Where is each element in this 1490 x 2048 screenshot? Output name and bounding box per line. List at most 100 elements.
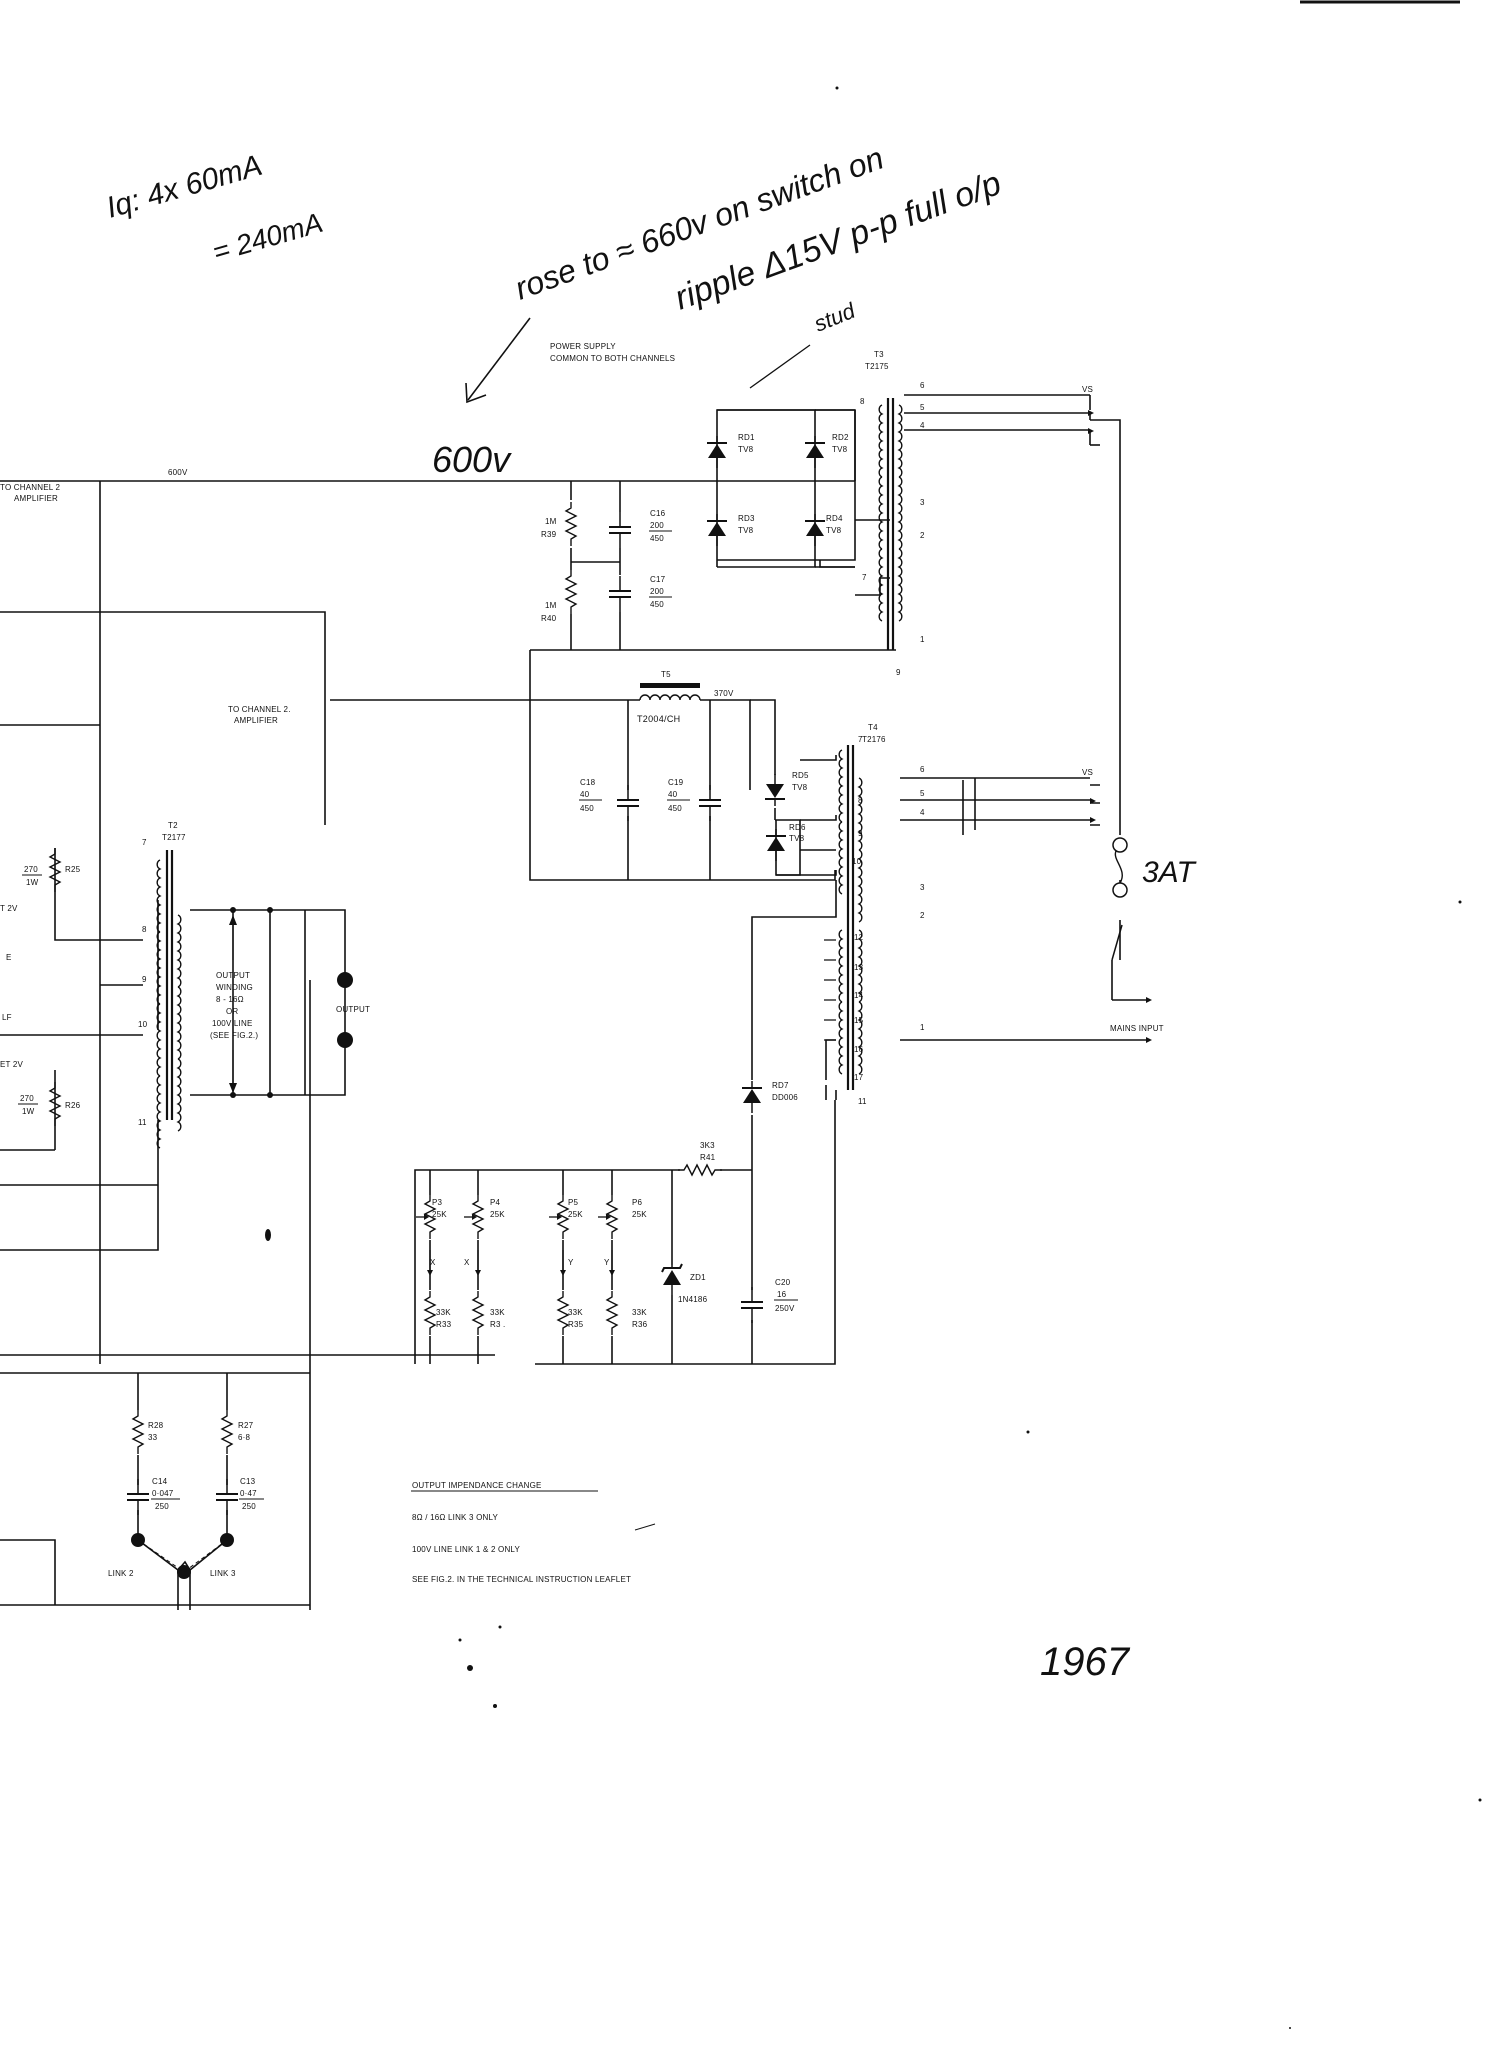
svg-text:11: 11	[138, 1118, 147, 1127]
svg-text:14: 14	[854, 991, 864, 1000]
rd2-label: RD2	[832, 433, 849, 442]
r35-resistor	[557, 1290, 569, 1336]
t5-label: T5	[661, 670, 671, 679]
rd4-diode	[804, 513, 826, 547]
svg-text:6: 6	[920, 381, 925, 390]
c17-label: C17	[650, 575, 666, 584]
p4-value: 25K	[490, 1210, 505, 1219]
rd1-type: TV8	[738, 445, 754, 454]
r26-label: R26	[65, 1101, 81, 1110]
p5-tag: Y	[568, 1258, 574, 1267]
edge-et2v-label: ET 2V	[0, 1060, 24, 1069]
r36-resistor	[606, 1290, 618, 1336]
output-winding-3: 8 - 16Ω	[216, 995, 244, 1004]
svg-text:5: 5	[920, 403, 925, 412]
rd6-diode	[765, 828, 787, 862]
handwritten-iq-1: Iq: 4x 60mA	[103, 149, 266, 225]
p3-label: P3	[432, 1198, 443, 1207]
rd7-diode	[741, 1080, 763, 1114]
svg-text:8: 8	[142, 925, 147, 934]
handwritten-arrows	[465, 317, 811, 404]
r26-v2: 1W	[22, 1107, 35, 1116]
c18-v1: 40	[580, 790, 590, 799]
rd5-diode	[764, 773, 786, 807]
output-winding-4: OR	[226, 1007, 238, 1016]
link2-label: LINK 2	[108, 1569, 134, 1578]
t2-type: T2177	[162, 833, 186, 842]
c19-capacitor	[698, 784, 722, 822]
r34-value: 33K	[490, 1308, 505, 1317]
output-terminal-bottom	[337, 1032, 353, 1048]
c14-v2: 250	[155, 1502, 169, 1511]
handwritten-iq-2: = 240mA	[209, 207, 326, 268]
zd1-label: ZD1	[690, 1273, 706, 1282]
c19-v1: 40	[668, 790, 678, 799]
r35-value: 33K	[568, 1308, 583, 1317]
r26-resistor	[49, 1081, 61, 1127]
r34-label: R3 .	[490, 1320, 505, 1329]
rd5-label: RD5	[792, 771, 809, 780]
r39-label: R39	[541, 530, 557, 539]
svg-text:7: 7	[862, 573, 867, 582]
c16-v2: 450	[650, 534, 664, 543]
t5-choke	[639, 683, 701, 701]
svg-text:4: 4	[920, 421, 925, 430]
r25-resistor	[49, 847, 61, 893]
t3-transformer	[878, 398, 903, 650]
p6-label: P6	[632, 1198, 643, 1207]
r33-resistor	[424, 1290, 436, 1336]
p5-label: P5	[568, 1198, 579, 1207]
vs-top-label: VS	[1082, 385, 1093, 394]
fuse-3at	[1112, 837, 1128, 898]
rd5-type: TV8	[792, 783, 808, 792]
c20-v1: 16	[777, 1290, 787, 1299]
svg-text:1: 1	[920, 635, 925, 644]
output-winding-5: 100V LINE	[212, 1019, 253, 1028]
r40-label: R40	[541, 614, 557, 623]
impedance-line-2: 100V LINE LINK 1 & 2 ONLY	[412, 1545, 520, 1554]
c20-label: C20	[775, 1278, 791, 1287]
output-winding-2: WINDING	[216, 983, 253, 992]
c19-v2: 450	[668, 804, 682, 813]
rd3-diode	[706, 513, 728, 547]
r40-resistor	[565, 569, 577, 615]
c18-v2: 450	[580, 804, 594, 813]
t2-transformer	[156, 850, 182, 1149]
svg-text:3: 3	[920, 883, 925, 892]
svg-text:7: 7	[858, 735, 863, 744]
p3-value: 25K	[432, 1210, 447, 1219]
c13-capacitor	[215, 1478, 239, 1516]
impedance-line-1: 8Ω / 16Ω LINK 3 ONLY	[412, 1513, 499, 1522]
r33-value: 33K	[436, 1308, 451, 1317]
to-ch2-mid-2: AMPLIFIER	[234, 716, 278, 725]
p3-tag: X	[430, 1258, 436, 1267]
pin-numbers: 8 6 5 4 3 2 7 1 9 7 8 9 10 6 5 4 3 2 12 …	[138, 381, 925, 1127]
output-winding-6: (SEE FIG.2.)	[210, 1031, 258, 1040]
p5-value: 25K	[568, 1210, 583, 1219]
svg-text:5: 5	[920, 789, 925, 798]
t4-type: T2176	[862, 735, 886, 744]
c18-label: C18	[580, 778, 596, 787]
svg-text:7: 7	[142, 838, 147, 847]
svg-text:17: 17	[854, 1073, 864, 1082]
r34-resistor	[472, 1290, 484, 1336]
r39-resistor	[565, 501, 577, 547]
r36-label: R36	[632, 1320, 648, 1329]
t5-type: T2004/CH	[637, 714, 680, 724]
p6-value: 25K	[632, 1210, 647, 1219]
r27-label: R27	[238, 1421, 254, 1430]
c17-v2: 450	[650, 600, 664, 609]
svg-text:9: 9	[896, 668, 901, 677]
handwritten-600v: 600v	[432, 439, 512, 480]
t4-transformer	[838, 745, 863, 1090]
output-label: OUTPUT	[336, 1005, 370, 1014]
output-winding-arrows	[229, 907, 273, 1098]
rail-600-label: 600V	[168, 468, 188, 477]
t3-type: T2175	[865, 362, 889, 371]
svg-text:11: 11	[858, 1097, 867, 1106]
r25-v1: 270	[24, 865, 38, 874]
r41-label: R41	[700, 1153, 716, 1162]
c17-capacitor	[608, 575, 632, 613]
rd3-label: RD3	[738, 514, 755, 523]
